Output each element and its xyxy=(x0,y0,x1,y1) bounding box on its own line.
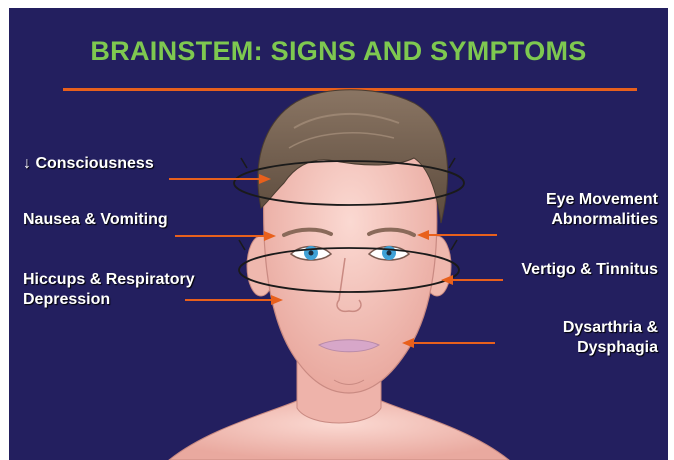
label-dysarthria: Dysarthria & Dysphagia xyxy=(563,318,658,358)
arrow-dysarthria xyxy=(402,338,495,348)
arrow-vertigo xyxy=(441,275,503,285)
label-nausea: Nausea & Vomiting xyxy=(23,210,168,230)
arrow-consciousness xyxy=(169,174,271,184)
arrow-eye-movement xyxy=(417,230,497,240)
slide: BRAINSTEM: SIGNS AND SYMPTOMS xyxy=(9,8,668,460)
label-hiccups: Hiccups & Respiratory Depression xyxy=(23,270,195,310)
arrow-hiccups xyxy=(185,295,283,305)
label-eye-movement: Eye Movement Abnormalities xyxy=(546,190,658,230)
label-vertigo: Vertigo & Tinnitus xyxy=(521,260,658,280)
face-illustration xyxy=(9,8,668,460)
down-arrow-glyph: ↓ xyxy=(23,155,31,172)
label-consciousness: ↓ Consciousness xyxy=(23,154,154,174)
